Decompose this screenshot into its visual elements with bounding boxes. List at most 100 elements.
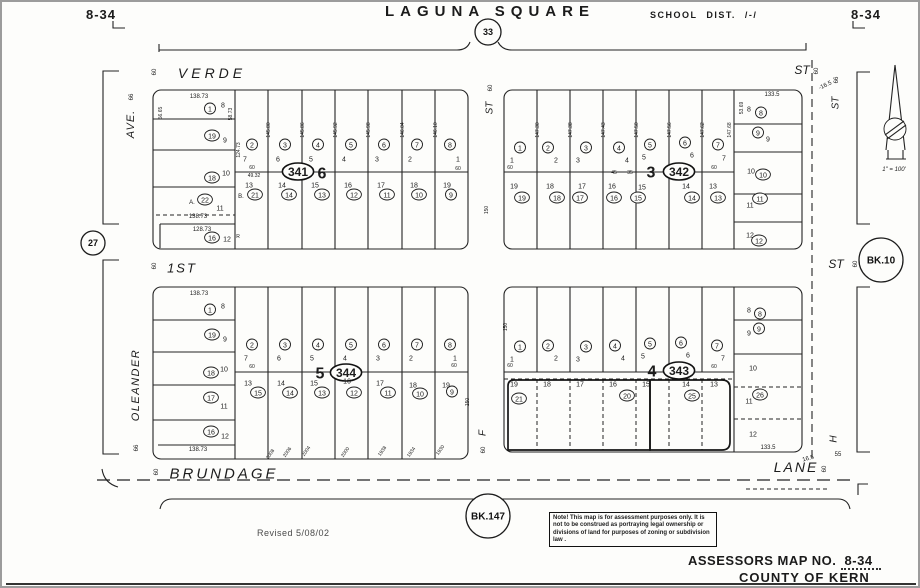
svg-text:17: 17	[377, 182, 385, 189]
svg-text:LANE: LANE	[774, 459, 819, 475]
parcel-ref: 2	[246, 138, 258, 151]
parcel-block-341: 341	[281, 162, 315, 181]
svg-text:6: 6	[679, 340, 683, 347]
svg-text:6: 6	[276, 156, 280, 163]
map-label: 147.68	[727, 122, 733, 138]
svg-text:66: 66	[834, 76, 840, 83]
corner-bracket	[852, 21, 865, 29]
svg-text:1: 1	[456, 156, 460, 163]
svg-text:145.80: 145.80	[266, 122, 272, 138]
map-label: 6	[276, 156, 280, 163]
svg-text:1: 1	[208, 106, 212, 113]
parcel-ref: 8	[444, 338, 456, 351]
map-label: 13	[710, 381, 718, 388]
map-label: 18	[410, 182, 418, 189]
map-label: 66	[834, 76, 840, 83]
map-label: 4	[342, 156, 346, 163]
svg-text:9: 9	[449, 192, 453, 199]
svg-text:12: 12	[350, 390, 358, 397]
map-label: 146.04	[400, 122, 406, 138]
map-label: 10	[222, 170, 230, 177]
parcel-ref: 7	[711, 339, 723, 352]
svg-text:5: 5	[641, 353, 645, 360]
svg-text:60: 60	[711, 364, 717, 370]
map-label: 8	[221, 102, 225, 109]
map-label: 133.5	[764, 92, 780, 98]
map-label: 14	[278, 182, 286, 189]
svg-text:150: 150	[484, 206, 490, 215]
svg-text:12: 12	[223, 236, 231, 243]
svg-text:2006: 2006	[282, 446, 293, 459]
parcel-ref: 14	[684, 191, 700, 204]
svg-text:10: 10	[416, 391, 424, 398]
svg-text:60: 60	[154, 468, 160, 475]
svg-text:8: 8	[448, 342, 452, 349]
svg-text:2: 2	[546, 145, 550, 152]
map-label: 1	[510, 356, 514, 363]
svg-text:BK.10: BK.10	[867, 256, 896, 267]
svg-text:26: 26	[756, 392, 764, 399]
parcel-ref: 16	[204, 231, 220, 244]
map-label: 49.32	[248, 173, 261, 179]
note-line: legal ownership or divisions of land for	[553, 522, 704, 536]
map-label: 138.73	[189, 447, 208, 453]
map-label: 16	[609, 381, 617, 388]
parcel-ref: 11	[752, 192, 768, 205]
map-label: 11	[745, 398, 752, 405]
svg-text:-16.5: -16.5	[818, 80, 834, 91]
parcel-ref: 18	[549, 191, 565, 204]
svg-text:2: 2	[546, 343, 550, 350]
svg-text:3: 3	[283, 142, 287, 149]
svg-text:19: 19	[518, 195, 526, 202]
street-h: H	[829, 435, 840, 443]
block-343-outline	[503, 286, 803, 453]
svg-text:145.98: 145.98	[366, 122, 372, 138]
parcel-ref: 16	[203, 425, 219, 438]
svg-text:9: 9	[766, 136, 770, 143]
map-label: 6	[686, 352, 690, 359]
parcel-ref: 12	[751, 234, 767, 247]
map-label: 9	[747, 330, 751, 337]
parcel-ref: 1	[514, 340, 526, 353]
map-label: 147.30	[535, 122, 541, 138]
svg-text:14: 14	[286, 390, 294, 397]
map-label: 60	[814, 67, 820, 74]
svg-text:ST: ST	[485, 101, 496, 115]
svg-text:8: 8	[221, 303, 225, 310]
parcel-block-344: 344	[329, 363, 363, 382]
svg-text:5: 5	[349, 142, 353, 149]
map-label: 6	[690, 152, 694, 159]
svg-text:H: H	[829, 435, 840, 443]
map-label: 7	[243, 156, 247, 163]
svg-text:15: 15	[642, 381, 650, 388]
svg-text:60: 60	[507, 165, 513, 171]
svg-text:2: 2	[408, 156, 412, 163]
map-label: 138.73	[190, 291, 209, 297]
parcel-ref: 2	[542, 141, 554, 154]
map-label: 18	[409, 382, 417, 389]
svg-text:19: 19	[510, 183, 518, 190]
svg-text:9: 9	[450, 389, 454, 396]
svg-text:18: 18	[546, 183, 554, 190]
map-label: R	[236, 234, 240, 240]
svg-text:10: 10	[749, 365, 757, 372]
parcel-ref: 2	[246, 338, 258, 351]
svg-text:8: 8	[747, 106, 751, 113]
svg-text:4: 4	[621, 355, 625, 362]
svg-text:147.68: 147.68	[727, 122, 733, 138]
map-label: 60	[481, 446, 487, 453]
map-label: 17	[376, 380, 384, 387]
parcel-ref: 7	[712, 138, 724, 151]
map-label: 1930	[435, 444, 446, 457]
note-line: purposes of zoning or subdivision law .	[553, 529, 710, 543]
street-edge-verde-east	[497, 41, 807, 51]
svg-text:27: 27	[88, 238, 98, 248]
parcel-ref: 16	[606, 191, 622, 204]
svg-text:147.56: 147.56	[667, 122, 673, 138]
map-label: 3	[576, 356, 580, 363]
parcel-ref: 5	[345, 338, 357, 351]
map-label: 145.86	[300, 122, 306, 138]
parcel-ref: 13	[314, 188, 330, 201]
map-label: 3	[375, 156, 379, 163]
svg-text:2: 2	[250, 342, 254, 349]
